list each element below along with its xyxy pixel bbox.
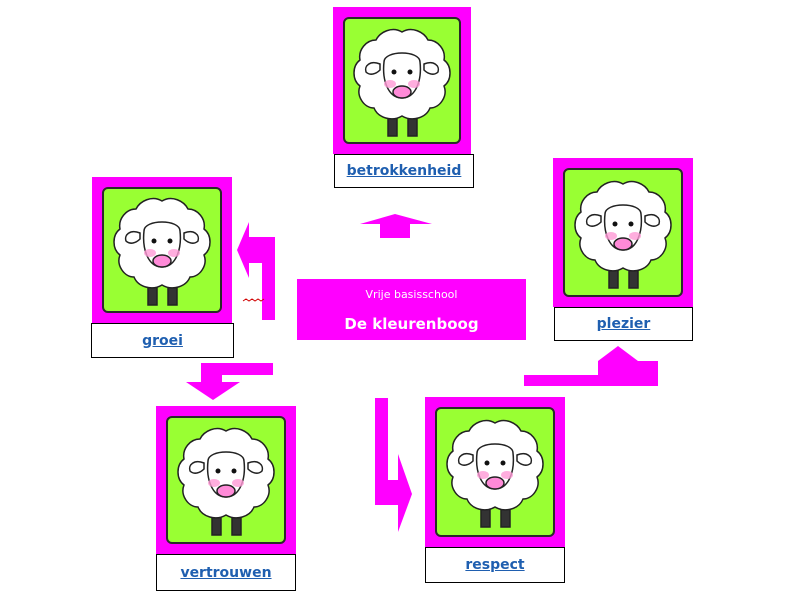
label-plezier[interactable]: plezier (554, 307, 693, 341)
arrow-down-groei (186, 363, 273, 400)
label-vertrouwen[interactable]: vertrouwen (156, 554, 296, 591)
center-school-box: Vrije basisschool De kleurenboog (297, 279, 526, 340)
card-vertrouwen (156, 406, 296, 554)
sheep-icon (353, 28, 451, 137)
label-groei[interactable]: groei (91, 323, 234, 358)
arrow-right-respect (375, 398, 412, 532)
card-groei (92, 177, 232, 323)
arrow-left-groei (237, 222, 275, 320)
card-respect (425, 397, 565, 547)
card-plezier (553, 158, 693, 307)
card-inner (102, 187, 222, 313)
center-subtitle: Vrije basisschool (365, 288, 458, 301)
sheep-icon (446, 419, 544, 528)
label-betrokkenheid[interactable]: betrokkenheid (334, 154, 474, 188)
center-title: De kleurenboog (344, 315, 479, 333)
sheep-icon (177, 427, 275, 536)
label-respect[interactable]: respect (425, 547, 565, 583)
sheep-icon (574, 180, 672, 289)
card-betrokkenheid (333, 7, 471, 154)
card-inner (166, 416, 286, 544)
card-inner (563, 168, 683, 297)
arrow-up-top (360, 214, 432, 238)
card-inner (435, 407, 555, 537)
arrow-up-plezier (524, 346, 658, 386)
card-inner (343, 17, 461, 144)
sheep-icon (113, 197, 211, 306)
spell-squiggle (242, 298, 265, 302)
